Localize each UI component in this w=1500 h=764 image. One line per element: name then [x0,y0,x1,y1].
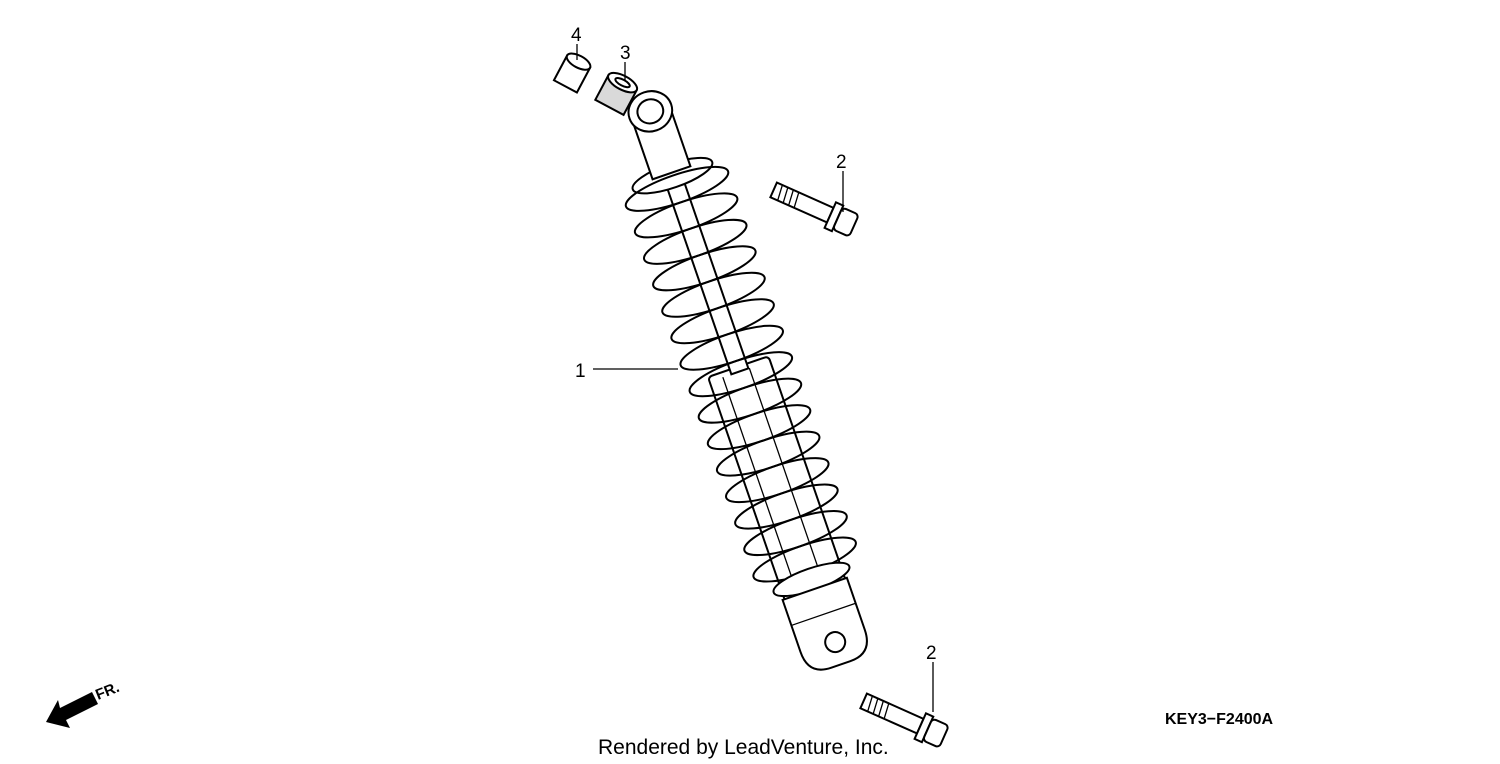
coil-spring [624,165,857,583]
upper-mounting-bolt[interactable] [768,177,860,238]
callout-3: 3 [620,43,631,64]
leader-lines [576,44,934,712]
front-direction-arrow-icon [46,692,98,728]
front-direction-label: FR. [93,679,122,704]
bushing[interactable] [593,69,640,117]
collar[interactable] [552,50,593,94]
callout-2-lower: 2 [926,643,937,664]
lower-mounting-bolt[interactable] [858,688,950,749]
rear-shock-absorber[interactable] [593,75,892,682]
callout-1: 1 [575,361,586,382]
lower-mount-clevis [781,576,868,671]
diagram-code: KEY3−F2400A [1165,711,1274,728]
callout-2-upper: 2 [836,152,847,173]
callout-4: 4 [571,25,582,46]
credit-text: Rendered by LeadVenture, Inc. [598,736,889,759]
